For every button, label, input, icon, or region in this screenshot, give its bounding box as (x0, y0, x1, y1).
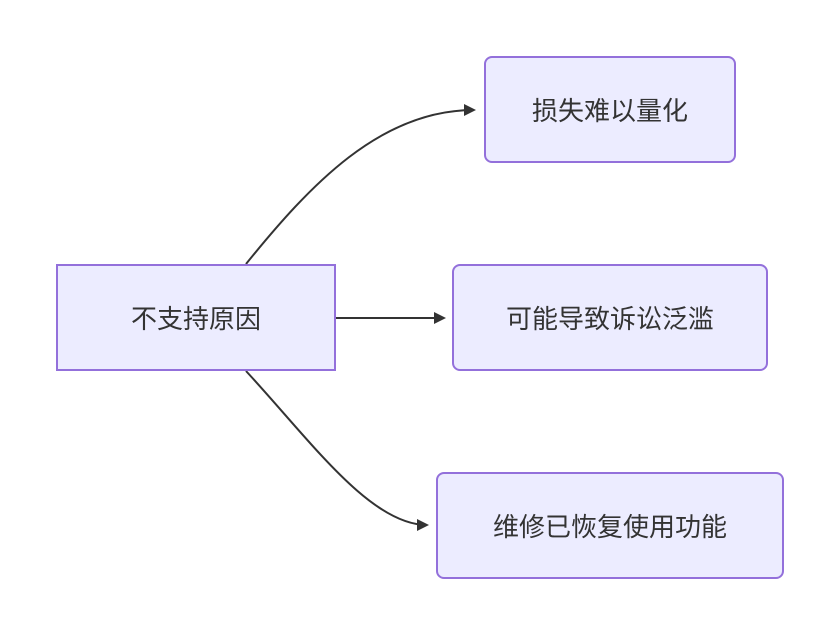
node-repair-restored-function: 维修已恢复使用功能 (436, 472, 784, 579)
node-litigation-flood: 可能导致诉讼泛滥 (452, 264, 768, 371)
node-label: 损失难以量化 (531, 97, 688, 127)
edge-root-to-bottom (245, 370, 429, 531)
node-label: 不支持原因 (130, 305, 261, 335)
node-label: 可能导致诉讼泛滥 (505, 305, 714, 335)
node-label: 维修已恢复使用功能 (492, 513, 727, 543)
edge-root-to-top (245, 104, 476, 265)
node-unsupported-reasons: 不支持原因 (56, 264, 336, 371)
node-loss-hard-to-quantify: 损失难以量化 (484, 56, 736, 163)
